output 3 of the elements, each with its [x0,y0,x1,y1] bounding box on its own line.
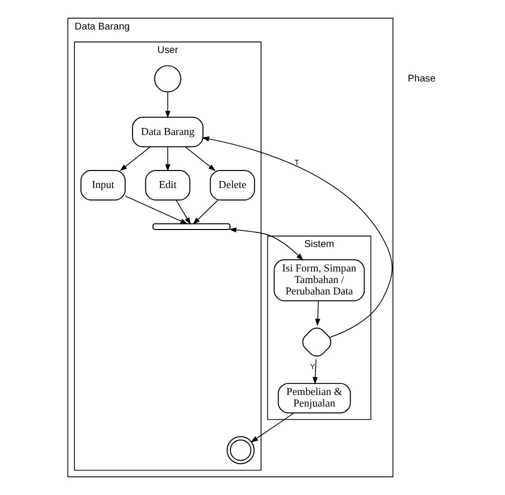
edge-label: Y [310,362,316,371]
edge-label: T [294,158,300,168]
label: Phase [408,73,436,84]
